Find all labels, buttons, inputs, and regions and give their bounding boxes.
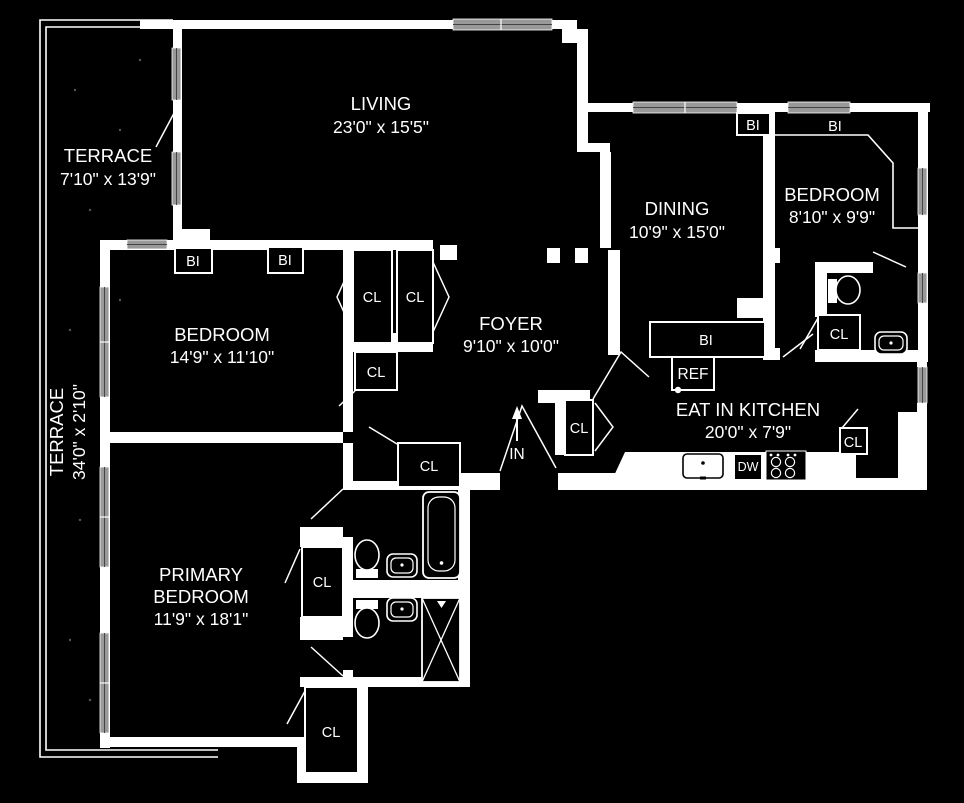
entry-label: IN — [509, 446, 525, 463]
sink-icon — [874, 331, 908, 355]
room-label-terrace-upper: TERRACE — [64, 145, 152, 166]
room-label-bedroom-right: BEDROOM — [784, 184, 880, 205]
built-in-box — [649, 321, 766, 358]
built-in-box — [267, 246, 304, 274]
toilet-icon — [354, 600, 380, 639]
room-label-dining: DINING — [645, 198, 710, 219]
closet-label: CL — [313, 575, 332, 591]
built-in-label: BI — [278, 253, 292, 269]
door-swing — [286, 690, 306, 725]
kitchen-counter — [612, 452, 856, 480]
windows — [99, 18, 928, 734]
built-in-label: BI — [746, 118, 760, 134]
closet-box — [839, 427, 868, 455]
closet-label: CL — [363, 290, 382, 306]
room-dims-bedroom-right: 8'10" x 9'9" — [789, 207, 875, 227]
kitchen-sink-icon — [682, 453, 724, 480]
closet-label: CL — [367, 365, 386, 381]
room-label-bedroom-left: BEDROOM — [174, 324, 270, 345]
door-swing — [336, 261, 354, 333]
room-dims-foyer: 9'10" x 10'0" — [463, 336, 559, 356]
shower-icon — [421, 597, 461, 683]
terrace-floor-dots — [68, 58, 142, 702]
room-dims-living: 23'0" x 15'5" — [333, 117, 429, 137]
dishwasher-box — [735, 455, 761, 479]
door-swings — [155, 99, 907, 725]
closet-label: CL — [322, 725, 341, 741]
sink-icon — [386, 597, 418, 622]
door-swing — [310, 488, 344, 520]
door-swing — [782, 333, 814, 358]
room-dims-primary: 11'9" x 18'1" — [154, 609, 249, 629]
toilet-icon — [828, 275, 861, 305]
sink-icon — [386, 553, 418, 578]
room-label-primary-line2: BEDROOM — [153, 586, 249, 607]
closet-label: CL — [844, 435, 863, 451]
room-dims-terrace-upper: 7'10" x 13'9" — [60, 169, 156, 189]
built-in-outline — [775, 134, 918, 229]
built-in-label: BI — [828, 119, 842, 135]
closet-label: CL — [830, 327, 849, 343]
terrace-railing — [39, 19, 218, 758]
door-swing — [284, 548, 301, 584]
door-swing — [338, 390, 356, 407]
door-swing — [155, 99, 182, 148]
built-in-box — [174, 247, 213, 274]
toilet-icon — [354, 539, 380, 578]
door-swing — [368, 426, 398, 445]
door-swing — [799, 317, 819, 350]
built-in-label: BI — [699, 333, 713, 349]
closet-box — [304, 686, 359, 774]
entry-arrow-icon — [512, 406, 522, 441]
closet-box — [301, 546, 344, 618]
door-swing — [432, 261, 450, 333]
door-swing — [872, 251, 907, 268]
refrigerator-label: REF — [678, 366, 709, 383]
closet-label: CL — [420, 459, 439, 475]
room-label-terrace-side: TERRACE — [46, 388, 67, 476]
stove-icon — [765, 450, 807, 481]
door-swing — [592, 350, 650, 400]
room-dims-dining: 10'9" x 15'0" — [629, 222, 725, 242]
closet-box — [354, 351, 398, 391]
door-swing — [841, 408, 859, 429]
closet-box — [817, 314, 861, 351]
room-dims-terrace-side: 34'0" x 2'10" — [69, 384, 89, 480]
cabinet-boxes — [174, 112, 868, 774]
dishwasher-label: DW — [738, 460, 759, 474]
refrigerator-hinge — [674, 386, 682, 394]
room-label-foyer: FOYER — [479, 313, 543, 334]
closet-box — [564, 399, 594, 456]
closet-box — [397, 442, 461, 488]
closet-box — [396, 249, 434, 344]
built-in-box — [736, 112, 771, 136]
closet-label: CL — [406, 290, 425, 306]
room-label-primary-line1: PRIMARY — [159, 564, 243, 585]
room-label-kitchen: EAT IN KITCHEN — [676, 399, 820, 420]
door-swing — [499, 404, 557, 472]
closet-box — [352, 249, 393, 344]
refrigerator-box — [671, 356, 715, 391]
door-swing — [594, 402, 614, 452]
built-in-label: BI — [186, 254, 200, 270]
bathtub-icon — [422, 491, 461, 579]
room-dims-kitchen: 20'0" x 7'9" — [705, 422, 791, 442]
door-swing — [310, 646, 344, 677]
room-dims-bedroom-left: 14'9" x 11'10" — [170, 347, 274, 367]
room-label-living: LIVING — [351, 93, 412, 114]
closet-label: CL — [570, 421, 589, 437]
